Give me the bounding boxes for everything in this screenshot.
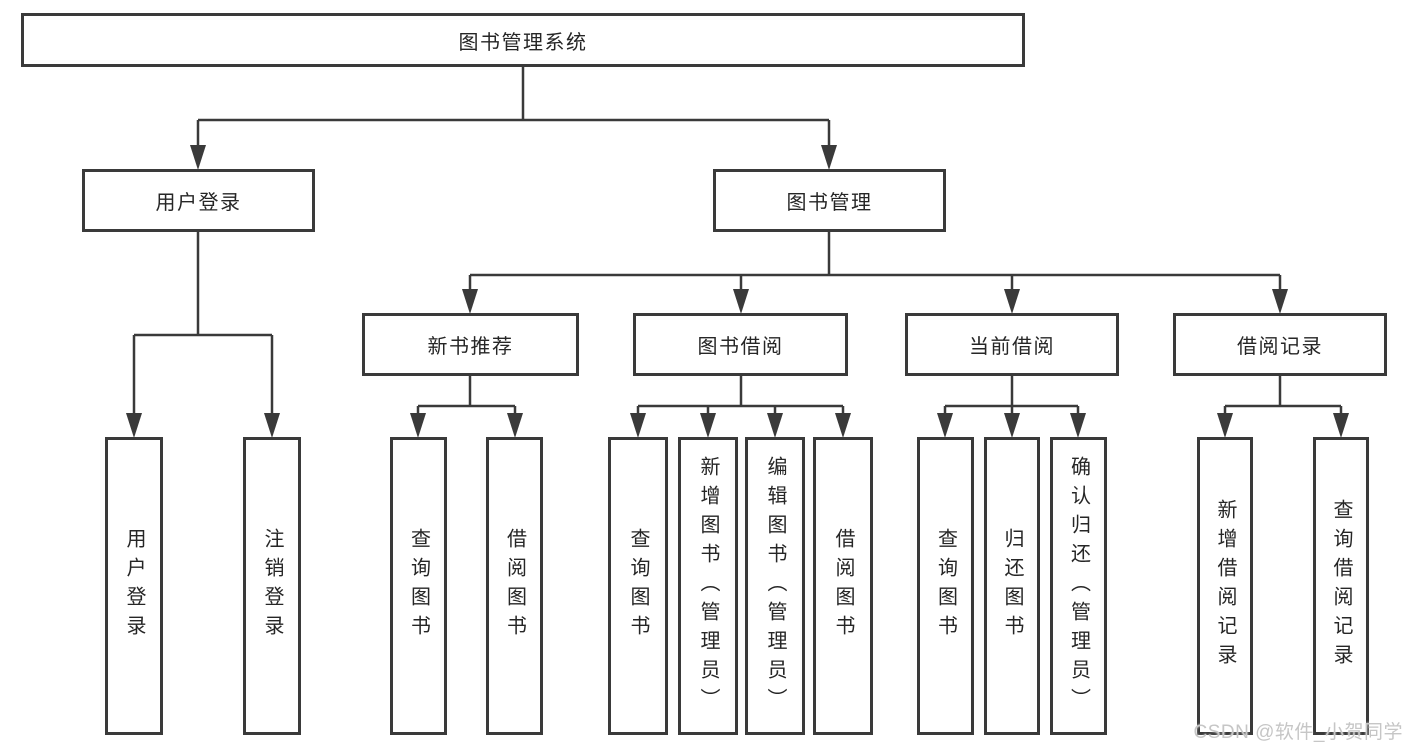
leaf-user-login-label: 用户登录: [123, 528, 145, 644]
node-book-borrow: 图书借阅: [633, 313, 848, 376]
leaf-recommend-borrow-books: 借阅图书: [486, 437, 543, 735]
leaf-current-query-books: 查询图书: [917, 437, 974, 735]
leaf-records-add-record-label: 新增借阅记录: [1214, 499, 1236, 673]
node-borrow-records-label: 借阅记录: [1237, 336, 1323, 358]
connector-strokes: [132, 67, 1343, 420]
node-current-borrow-label: 当前借阅: [969, 336, 1055, 358]
leaf-current-query-books-label: 查询图书: [934, 528, 957, 644]
leaf-recommend-borrow-books-label: 借阅图书: [503, 528, 526, 644]
leaf-current-return-books-label: 归还图书: [1001, 528, 1023, 644]
leaf-records-query-record: 查询借阅记录: [1313, 437, 1369, 735]
csdn-watermark: CSDN @软件_小贺同学: [1193, 722, 1403, 743]
leaf-borrow-query-books: 查询图书: [608, 437, 668, 735]
leaf-borrow-add-books-admin: 新增图书（管理员）: [678, 437, 738, 735]
node-borrow-records: 借阅记录: [1173, 313, 1387, 376]
leaf-current-confirm-return-admin-label: 确认归还（管理员）: [1067, 455, 1090, 717]
node-new-book-recommend: 新书推荐: [362, 313, 579, 376]
leaf-borrow-borrow-books: 借阅图书: [813, 437, 873, 735]
leaf-borrow-borrow-books-label: 借阅图书: [832, 528, 854, 644]
node-user-login-label: 用户登录: [155, 192, 242, 214]
node-user-login: 用户登录: [82, 169, 315, 232]
leaf-borrow-edit-books-admin-label: 编辑图书（管理员）: [764, 455, 786, 717]
leaf-borrow-add-books-admin-label: 新增图书（管理员）: [697, 455, 719, 717]
leaf-records-add-record: 新增借阅记录: [1197, 437, 1253, 735]
node-root-label: 图书管理系统: [458, 31, 588, 54]
leaf-borrow-edit-books-admin: 编辑图书（管理员）: [745, 437, 805, 735]
arrowheads: [126, 145, 1349, 438]
node-book-borrow-label: 图书借阅: [697, 336, 784, 358]
node-book-management: 图书管理: [713, 169, 946, 232]
leaf-records-query-record-label: 查询借阅记录: [1330, 499, 1352, 673]
leaf-recommend-query-books-label: 查询图书: [407, 528, 430, 644]
leaf-recommend-query-books: 查询图书: [390, 437, 447, 735]
leaf-current-confirm-return-admin: 确认归还（管理员）: [1050, 437, 1107, 735]
leaf-current-return-books: 归还图书: [984, 437, 1040, 735]
node-new-book-recommend-label: 新书推荐: [427, 336, 514, 358]
leaf-borrow-query-books-label: 查询图书: [627, 528, 649, 644]
leaf-logout: 注销登录: [243, 437, 301, 735]
leaf-user-login: 用户登录: [105, 437, 163, 735]
leaf-logout-label: 注销登录: [261, 528, 283, 644]
node-book-management-label: 图书管理: [786, 192, 873, 214]
node-current-borrow: 当前借阅: [905, 313, 1119, 376]
node-root: 图书管理系统: [21, 13, 1025, 67]
